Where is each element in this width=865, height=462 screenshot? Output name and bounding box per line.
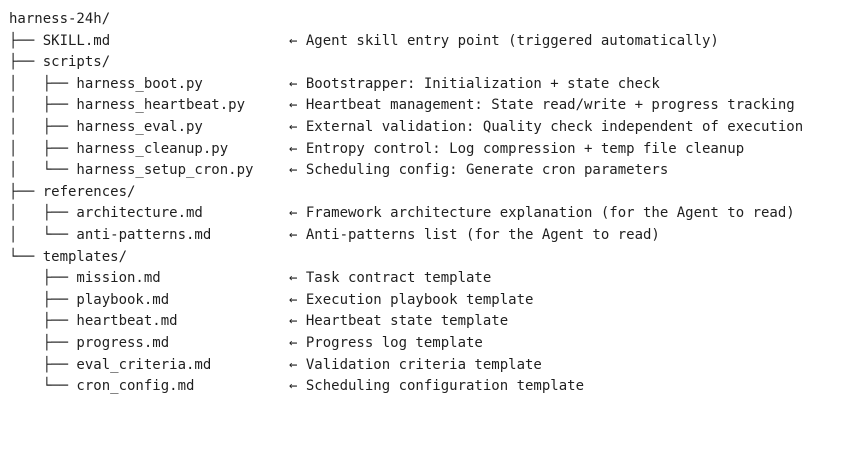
tree-path: │ ├── harness_eval.py [9, 118, 203, 135]
tree-comment: ← Progress log template [289, 334, 483, 351]
tree-entry: │ ├── harness_heartbeat.py ← Heartbeat m… [9, 95, 859, 117]
tree-comment: ← Scheduling configuration template [289, 378, 585, 395]
tree-path: │ ├── harness_boot.py [9, 75, 203, 92]
tree-path: │ ├── architecture.md [9, 205, 203, 222]
tree-comment: ← Anti-patterns list (for the Agent to r… [289, 226, 660, 243]
tree-entry: │ └── anti-patterns.md ← Anti-patterns l… [9, 225, 859, 247]
tree-comment: ← Task contract template [289, 270, 492, 287]
tree-comment: ← Agent skill entry point (triggered aut… [289, 32, 719, 49]
tree-path: ├── mission.md [9, 270, 161, 287]
tree-root: harness-24h/ [9, 9, 859, 31]
tree-comment: ← Heartbeat management: State read/write… [289, 97, 795, 114]
tree-comment: ← Execution playbook template [289, 291, 534, 308]
tree-comment: ← Entropy control: Log compression + tem… [289, 140, 745, 157]
tree-path: ├── playbook.md [9, 291, 170, 308]
tree-entry: ├── eval_criteria.md ← Validation criter… [9, 355, 859, 377]
tree-path: ├── progress.md [9, 334, 170, 351]
tree-comment: ← External validation: Quality check ind… [289, 118, 804, 135]
tree-path: └── cron_config.md [9, 378, 195, 395]
tree-comment: ← Bootstrapper: Initialization + state c… [289, 75, 660, 92]
tree-comment: ← Validation criteria template [289, 356, 542, 373]
tree-entry: ├── mission.md ← Task contract template [9, 268, 859, 290]
tree-entry: │ ├── harness_eval.py ← External validat… [9, 117, 859, 139]
tree-path: ├── SKILL.md [9, 32, 111, 49]
tree-entry: ├── playbook.md ← Execution playbook tem… [9, 290, 859, 312]
tree-path: │ ├── harness_cleanup.py [9, 140, 229, 157]
tree-path: │ └── harness_setup_cron.py [9, 162, 254, 179]
tree-path: ├── heartbeat.md [9, 313, 178, 330]
tree-comment: ← Scheduling config: Generate cron param… [289, 162, 669, 179]
tree-entry: └── cron_config.md ← Scheduling configur… [9, 376, 859, 398]
directory-tree: harness-24h/ ├── SKILL.md ← Agent skill … [9, 9, 859, 398]
tree-entry: ├── heartbeat.md ← Heartbeat state templ… [9, 311, 859, 333]
tree-path: harness-24h/ [9, 11, 111, 27]
tree-entry: │ ├── harness_boot.py ← Bootstrapper: In… [9, 74, 859, 96]
tree-path: ├── references/ [9, 183, 136, 200]
tree-path: │ └── anti-patterns.md [9, 226, 212, 243]
tree-entry: ├── scripts/ [9, 52, 859, 74]
tree-entry: │ └── harness_setup_cron.py ← Scheduling… [9, 160, 859, 182]
tree-entry: │ ├── architecture.md ← Framework archit… [9, 203, 859, 225]
tree-entry: ├── SKILL.md ← Agent skill entry point (… [9, 31, 859, 53]
tree-path: └── templates/ [9, 248, 128, 265]
tree-entry: └── templates/ [9, 247, 859, 269]
tree-comment: ← Framework architecture explanation (fo… [289, 205, 795, 222]
tree-path: │ ├── harness_heartbeat.py [9, 97, 246, 114]
tree-entry: ├── references/ [9, 182, 859, 204]
tree-path: ├── eval_criteria.md [9, 356, 212, 373]
tree-comment: ← Heartbeat state template [289, 313, 509, 330]
tree-entry: │ ├── harness_cleanup.py ← Entropy contr… [9, 139, 859, 161]
tree-entry: ├── progress.md ← Progress log template [9, 333, 859, 355]
tree-path: ├── scripts/ [9, 54, 111, 71]
